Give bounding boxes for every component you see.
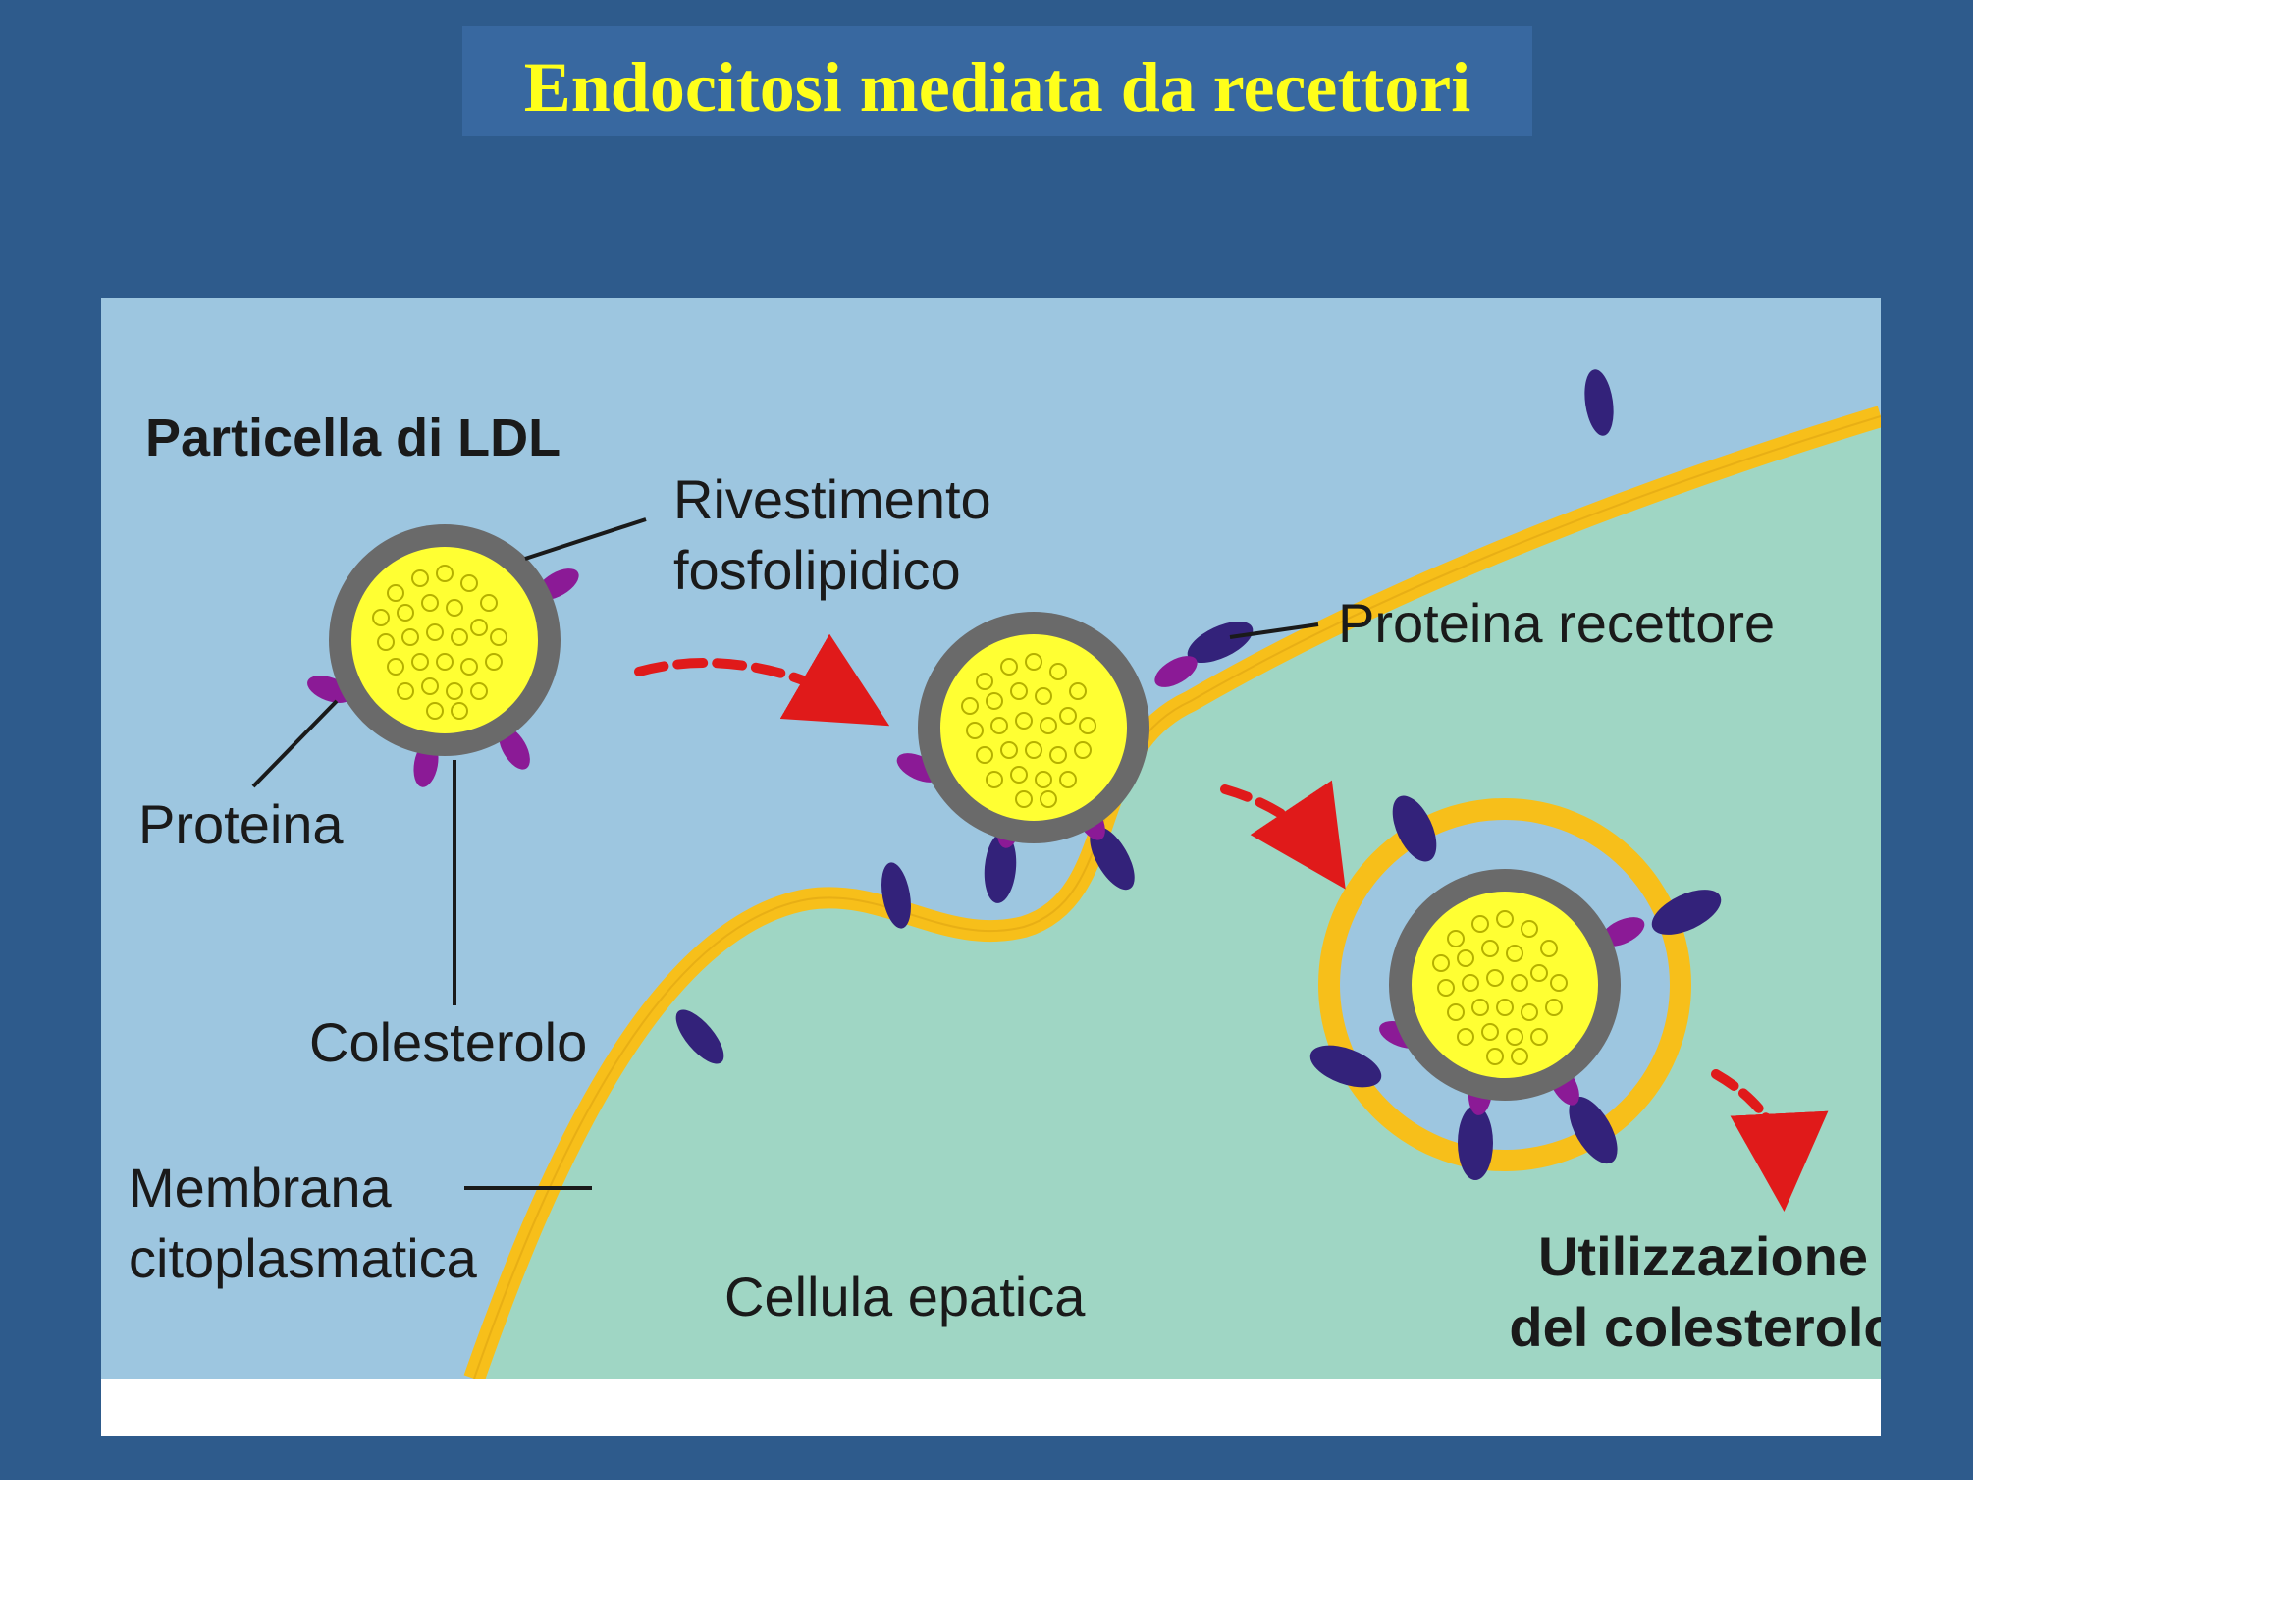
arrow-internalization: [1220, 780, 1346, 890]
vesicle-receptor: [1458, 1106, 1493, 1180]
label-phospholipid-coat-1: Rivestimento: [673, 468, 991, 530]
cholesterol-molecules: [372, 565, 507, 720]
label-membrane-1: Membrana: [129, 1157, 393, 1218]
cholesterol-core: [1412, 892, 1598, 1078]
vesicle-receptor: [1569, 1096, 1618, 1164]
leader-protein: [251, 699, 339, 788]
title-box: Endocitosi mediata da recettori: [462, 26, 1532, 136]
apoprotein: [1600, 917, 1645, 947]
bound-receptor: [984, 833, 1017, 903]
label-protein: Proteina: [138, 793, 344, 855]
label-membrane-2: citoplasmatica: [129, 1227, 478, 1289]
ldl-particle-free: [307, 524, 579, 787]
leader-receptor: [1229, 622, 1319, 639]
bound-receptor: [1090, 826, 1135, 891]
label-cholesterol: Colesterolo: [309, 1011, 587, 1073]
label-utilization-2: del colesterolo: [1509, 1296, 1881, 1358]
plasma-membrane-edge: [473, 415, 1881, 1379]
cholesterol-molecules: [1432, 910, 1568, 1065]
membrane-receptor: [1584, 369, 1614, 436]
cholesterol-core: [351, 547, 538, 733]
diagram-panel: Particella di LDL Rivestimento fosfolipi…: [101, 298, 1881, 1436]
label-ldl-particle: Particella di LDL: [145, 408, 561, 467]
slide-title: Endocitosi mediata da recettori: [523, 48, 1471, 127]
apoprotein: [1154, 656, 1198, 687]
membrane-receptor: [675, 1009, 724, 1064]
arrow-binding: [634, 633, 890, 727]
endocytic-vesicle: [1309, 795, 1722, 1180]
label-utilization-1: Utilizzazione: [1538, 1225, 1868, 1287]
cholesterol-molecules: [961, 653, 1096, 808]
endocytosis-diagram: Particella di LDL Rivestimento fosfolipi…: [101, 298, 1881, 1379]
ldl-particle-bound: [896, 612, 1254, 903]
vesicle-receptor: [1651, 890, 1722, 935]
leader-coat: [524, 517, 647, 561]
arrow-utilization: [1711, 1069, 1829, 1212]
label-phospholipid-coat-2: fosfolipidico: [673, 539, 961, 601]
label-liver-cell: Cellula epatica: [724, 1266, 1086, 1327]
membrane-receptor: [881, 862, 911, 929]
bound-receptor: [1187, 621, 1254, 664]
cholesterol-core: [940, 634, 1127, 821]
label-receptor-protein: Proteina recettore: [1338, 592, 1775, 654]
vesicle-receptor: [1309, 1045, 1382, 1088]
vesicle-receptor: [1392, 795, 1437, 862]
